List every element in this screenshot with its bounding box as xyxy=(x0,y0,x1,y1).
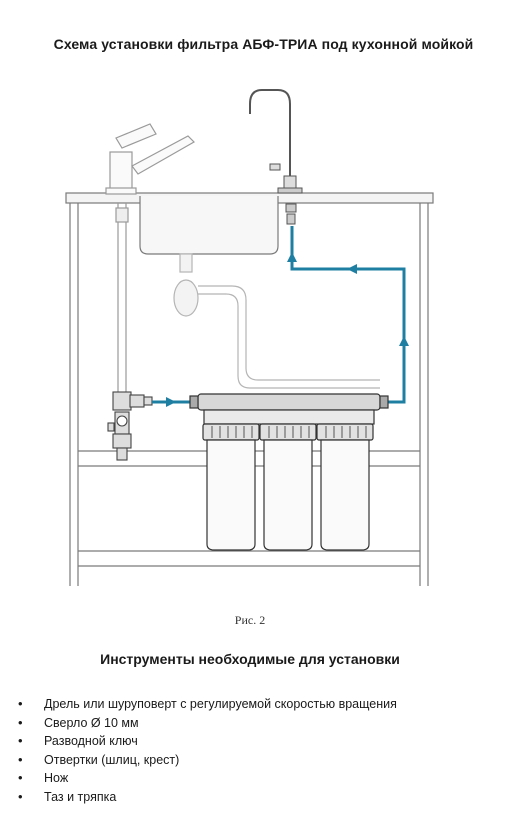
list-item-text: Отвертки (шлиц, крест) xyxy=(44,752,180,767)
list-item-text: Сверло Ø 10 мм xyxy=(44,715,139,730)
filter-housing-1 xyxy=(202,423,260,551)
list-item: • Сверло Ø 10 мм xyxy=(14,714,397,733)
flow-arrows xyxy=(166,252,409,407)
page-title: Схема установки фильтра АБФ-ТРИА под кух… xyxy=(53,36,474,52)
tee-valve xyxy=(107,391,153,461)
sink-basin xyxy=(139,196,279,255)
bullet-icon: • xyxy=(18,788,23,804)
bullet-icon: • xyxy=(18,770,23,786)
list-item: • Отвертки (шлиц, крест) xyxy=(14,751,397,770)
filter-housing-2 xyxy=(259,423,317,551)
cold-water-riser xyxy=(115,203,129,392)
tools-heading: Инструменты необходимые для установки xyxy=(100,651,400,667)
list-item-text: Дрель или шуруповерт с регулируемой скор… xyxy=(44,697,397,711)
list-item: • Таз и тряпка xyxy=(14,788,397,807)
bullet-icon: • xyxy=(18,696,23,711)
list-item: • Разводной ключ xyxy=(14,732,397,751)
figure-caption: Рис. 2 xyxy=(234,613,266,627)
tools-list: • Дрель или шуруповерт с регулируемой ско… xyxy=(14,695,397,807)
installation-diagram xyxy=(65,89,434,586)
list-item-text: Таз и тряпка xyxy=(44,789,117,804)
list-item: • Нож xyxy=(14,769,397,788)
filter-head xyxy=(189,393,389,425)
drain-siphon xyxy=(173,253,380,389)
filter-housing-3 xyxy=(316,423,374,551)
drinking-faucet xyxy=(249,89,303,194)
bullet-icon: • xyxy=(18,751,23,767)
housing-ribs xyxy=(211,426,367,438)
bullet-icon: • xyxy=(18,733,23,749)
list-item: • Дрель или шуруповерт с регулируемой ско… xyxy=(14,695,397,714)
list-item-text: Нож xyxy=(44,771,69,786)
bullet-icon: • xyxy=(18,714,23,730)
tap-fitting xyxy=(285,203,297,225)
mixer-faucet xyxy=(105,123,195,195)
list-item-text: Разводной ключ xyxy=(44,734,138,749)
